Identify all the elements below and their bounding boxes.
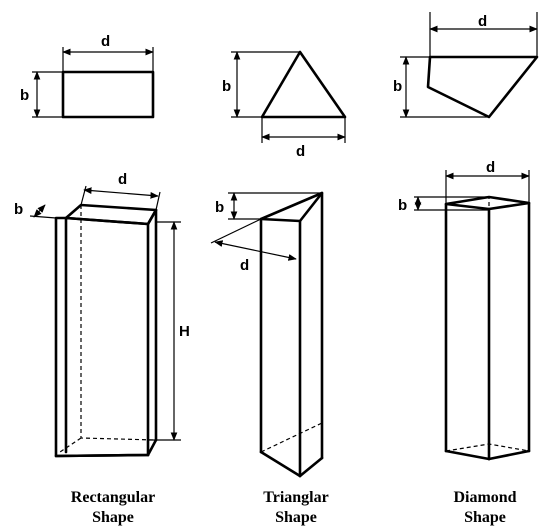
triangle-cross-section	[260, 50, 347, 119]
diamond-section-d-label: d	[478, 13, 487, 30]
diamond-cross-section	[426, 55, 539, 119]
rectangular-caption-line2: Shape	[92, 509, 134, 526]
tri-prism-b-label: b	[215, 199, 224, 216]
triangular-section-view: b d	[222, 50, 347, 160]
diamond-caption-line1: Diamond	[453, 489, 516, 506]
tri-section-d-label: d	[296, 143, 305, 160]
diamond-prism: d b	[398, 159, 531, 461]
tri-section-b-label: b	[222, 78, 231, 95]
triangular-caption-line2: Shape	[275, 509, 317, 526]
rectangular-caption-line1: Rectangular	[71, 489, 155, 506]
rectangular-prism: d b H	[14, 171, 190, 458]
diamond-section-b-label: b	[393, 78, 402, 95]
rect-prism-b-label: b	[14, 201, 23, 218]
rect-section-d-label: d	[101, 33, 110, 50]
triangular-prism: b d	[210, 191, 324, 478]
rect-section-b-label: b	[20, 87, 29, 104]
tri-prism-d-label: d	[240, 257, 249, 274]
rect-prism-d-label: d	[118, 171, 127, 188]
diamond-caption-line2: Shape	[464, 509, 506, 526]
rectangular-section-view: d b	[20, 33, 155, 119]
triangular-caption-line1: Trianglar	[263, 489, 328, 506]
diamond-prism-d-label: d	[486, 159, 495, 176]
diamond-prism-b-label: b	[398, 197, 407, 214]
diamond-section-view: d b	[393, 12, 539, 119]
height-label: H	[179, 323, 190, 340]
rectangle-cross-section	[61, 70, 155, 119]
